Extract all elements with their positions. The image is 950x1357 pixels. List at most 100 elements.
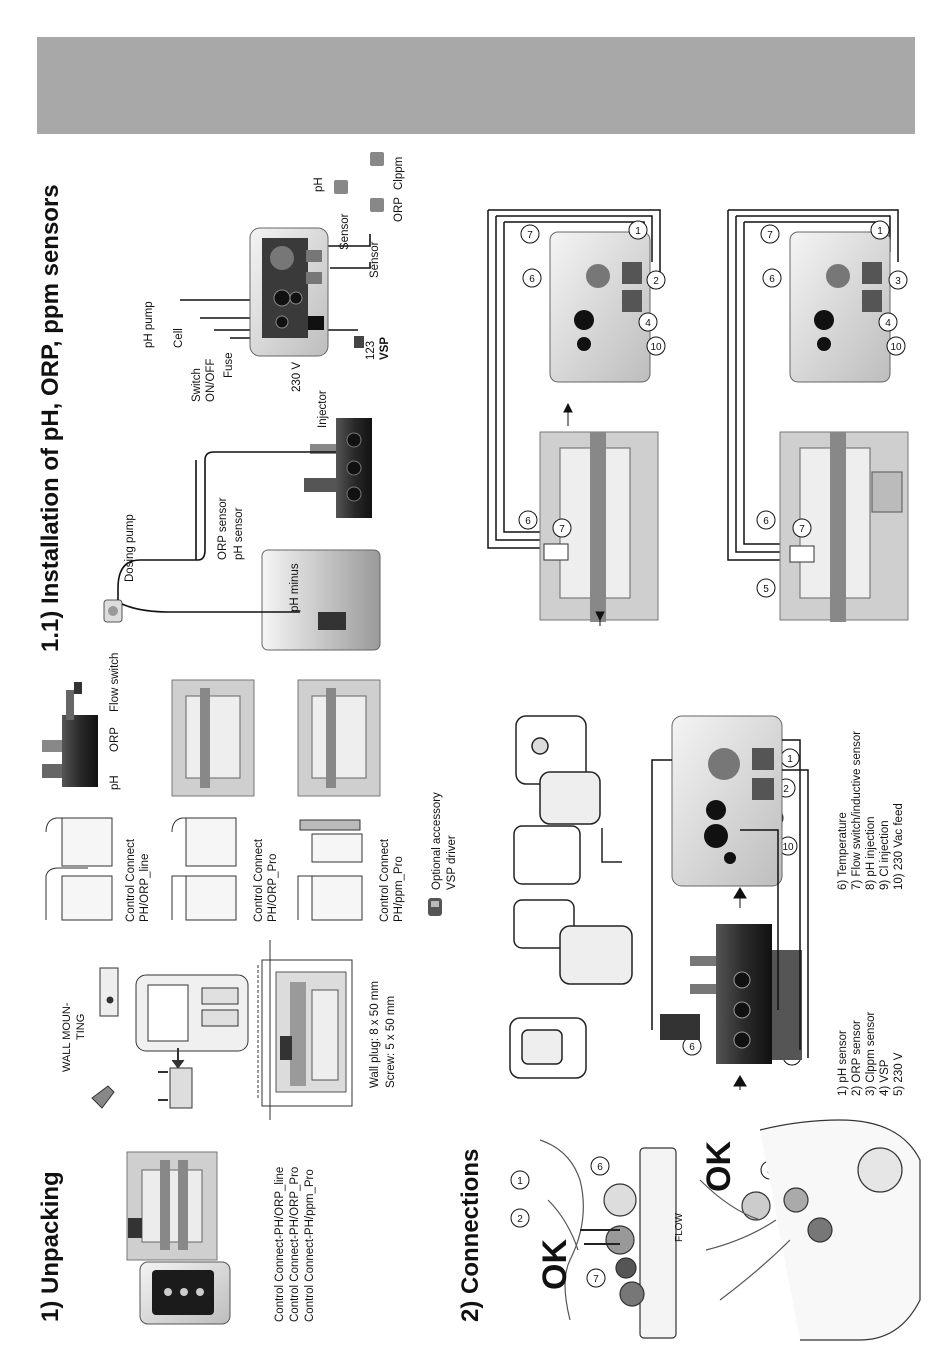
svg-text:Control Connect: Control Connect (379, 838, 391, 922)
svg-text:Clppm: Clppm (393, 157, 405, 190)
svg-text:123: 123 (365, 341, 377, 360)
wall-mounting-illustration (91, 967, 249, 1109)
svg-text:PH/ppm_Pro: PH/ppm_Pro (393, 856, 405, 922)
svg-text:1: 1 (635, 226, 641, 237)
svg-text:10: 10 (782, 842, 794, 853)
unpacking-controller-image (126, 1151, 231, 1325)
wall-mounting-label-1: WALL MOUN- (61, 1002, 73, 1072)
svg-text:6: 6 (529, 274, 535, 285)
svg-text:7: 7 (799, 524, 805, 535)
svg-text:2: 2 (517, 1214, 523, 1225)
svg-text:ORP: ORP (393, 197, 405, 222)
wall-mounting-label-2: TING (75, 1014, 87, 1040)
svg-text:VSP: VSP (379, 337, 391, 360)
optional-accessory-label-1: Optional accessory (431, 792, 443, 890)
svg-text:Control Connect: Control Connect (253, 838, 265, 922)
svg-text:7: 7 (767, 230, 773, 241)
kit-probes-illustration (45, 817, 363, 921)
svg-text:2) ORP sensor: 2) ORP sensor (851, 1020, 863, 1096)
svg-text:6: 6 (763, 516, 769, 527)
installation-panel-diagram-2 (727, 209, 909, 622)
svg-text:4: 4 (885, 318, 891, 329)
connection-legend-right: 6) Temperature 7) Flow switch/inductive … (837, 731, 905, 890)
svg-text:Control Connect: Control Connect (125, 838, 137, 922)
svg-text:4: 4 (645, 318, 651, 329)
svg-text:1: 1 (877, 226, 883, 237)
ok-label-left: OK (536, 1239, 574, 1290)
connection-legend-left: 1) pH sensor 2) ORP sensor 3) Clppm sens… (837, 1011, 905, 1096)
dosing-pump-image (103, 599, 123, 623)
ok-label-right: OK (700, 1141, 738, 1192)
injector-label: Injector (317, 390, 329, 428)
svg-text:10: 10 (650, 342, 662, 353)
flow-label: FLOW (674, 1213, 685, 1242)
installation-wiring (117, 234, 371, 613)
dosing-pump-label: Dosing pump (124, 514, 136, 582)
callouts (510, 220, 908, 1288)
svg-text:7: 7 (527, 230, 533, 241)
svg-text:Cell: Cell (173, 328, 185, 348)
heading-unpacking: 1) Unpacking (37, 1171, 64, 1322)
wall-plug-size: Wall plug: 8 x 50 mm (369, 981, 381, 1088)
svg-text:6: 6 (597, 1162, 603, 1173)
svg-text:9) Cl injection: 9) Cl injection (879, 820, 891, 890)
probe-orp-label: ORP (109, 727, 121, 752)
optional-accessory-label-2: VSP driver (446, 835, 458, 890)
svg-text:230 V: 230 V (291, 362, 303, 392)
svg-text:ON/OFF: ON/OFF (205, 359, 217, 402)
svg-text:7) Flow switch/inductive senso: 7) Flow switch/inductive sensor (851, 731, 863, 890)
svg-text:1) pH sensor: 1) pH sensor (837, 1030, 849, 1096)
svg-text:7: 7 (593, 1274, 599, 1285)
svg-text:3: 3 (895, 276, 901, 287)
svg-text:Control Connect-PH/ORP_Pro: Control Connect-PH/ORP_Pro (289, 1167, 301, 1322)
svg-text:2: 2 (783, 784, 789, 795)
heading-installation: 1.1) Installation of pH, ORP, ppm sensor… (37, 184, 64, 652)
heading-connections: 2) Connections (457, 1149, 484, 1322)
flow-switch-label: Flow switch (109, 653, 121, 712)
ph-sensor-label: pH sensor (233, 507, 245, 560)
svg-text:6: 6 (525, 516, 531, 527)
sensor-icons (334, 152, 384, 348)
svg-text:1: 1 (517, 1176, 523, 1187)
svg-text:3) Clppm sensor: 3) Clppm sensor (865, 1011, 877, 1096)
svg-text:Sensor: Sensor (339, 213, 351, 250)
controller-connection-labels: pH pump Cell Switch ON/OFF Fuse 230 V 12… (143, 157, 405, 402)
svg-text:10: 10 (890, 342, 902, 353)
svg-text:8) pH injection: 8) pH injection (865, 816, 877, 890)
svg-text:PH/ORP_Pro: PH/ORP_Pro (267, 854, 279, 922)
svg-text:Fuse: Fuse (223, 352, 235, 378)
svg-text:PH/ORP_line: PH/ORP_line (139, 854, 151, 922)
svg-text:5) 230 V: 5) 230 V (893, 1052, 905, 1096)
kit-labels: Control Connect PH/ORP_line Control Conn… (125, 838, 405, 922)
svg-text:Switch: Switch (191, 368, 203, 402)
ph-minus-label: pH minus (289, 563, 301, 612)
ph-minus-tank (261, 549, 381, 651)
svg-text:Control Connect-PH/ppm_Pro: Control Connect-PH/ppm_Pro (304, 1169, 316, 1322)
injector-block (304, 418, 372, 518)
svg-text:6) Temperature: 6) Temperature (837, 812, 849, 890)
probe-holder-block (42, 682, 98, 787)
svg-text:pH pump: pH pump (143, 301, 155, 348)
svg-text:4) VSP: 4) VSP (879, 1059, 891, 1096)
svg-text:7: 7 (559, 524, 565, 535)
main-controller-box (249, 227, 329, 357)
svg-text:1: 1 (787, 754, 793, 765)
svg-text:5: 5 (763, 584, 769, 595)
kit-panel-thumbnails (171, 679, 381, 797)
vsp-driver-icon (428, 898, 442, 916)
svg-text:6: 6 (769, 274, 775, 285)
svg-text:Sensor: Sensor (369, 241, 381, 278)
connection-manifold-diagram (651, 715, 809, 1090)
wall-mounting-panel-diagram (257, 940, 353, 1120)
svg-text:pH: pH (313, 177, 325, 192)
screw-size: Screw: 5 x 50 mm (385, 996, 397, 1088)
housing-opening-steps (509, 715, 633, 1079)
svg-text:Control Connect-PH/ORP_line: Control Connect-PH/ORP_line (274, 1167, 286, 1322)
svg-text:2: 2 (653, 276, 659, 287)
probe-ph-label: pH (109, 775, 121, 790)
installation-panel-diagram-1 (487, 209, 661, 626)
header-band (37, 37, 915, 134)
svg-text:10) 230 Vac feed: 10) 230 Vac feed (893, 803, 905, 890)
svg-text:6: 6 (689, 1042, 695, 1053)
